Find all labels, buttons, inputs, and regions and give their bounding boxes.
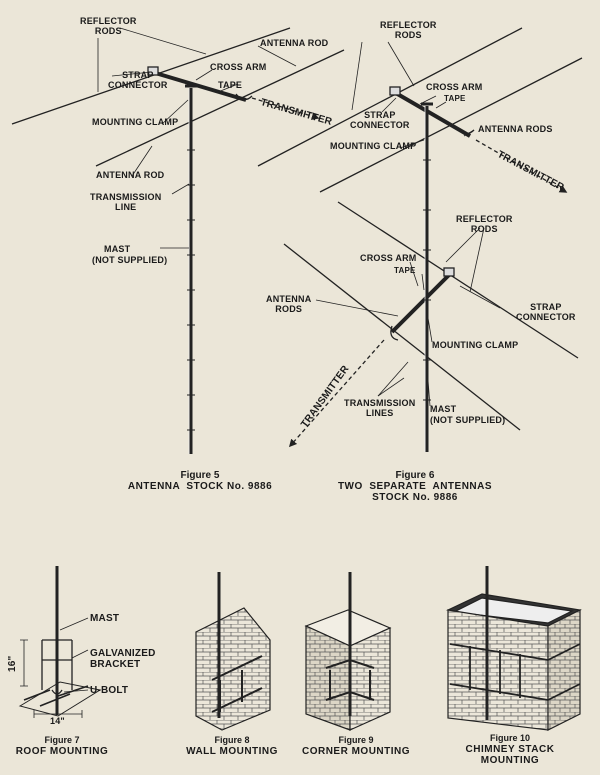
fig7-width-dim	[33, 710, 83, 718]
figure-8-wall-mounting	[195, 572, 271, 731]
fig9-caption: Figure 9 CORNER MOUNTING	[294, 735, 418, 757]
fig6-upper-strap	[389, 86, 401, 96]
figure-6-two-antennas	[257, 27, 583, 452]
fig6-tape-low-label: TAPE	[394, 266, 416, 275]
fig5-mast-clips	[187, 149, 195, 431]
fig6-transmission-lines-label: TRANSMISSION LINES	[344, 398, 416, 418]
fig6-tape-top-label: TAPE	[444, 94, 466, 103]
fig6-lower-reflector-rod	[337, 201, 579, 359]
fig8-caption: Figure 8 WALL MOUNTING	[172, 735, 292, 757]
fig6-mast-label: MAST	[430, 404, 457, 414]
figure-10-chimney-mounting	[445, 566, 582, 731]
fig10-chimney-front	[447, 609, 549, 731]
fig7-mast-label: MAST	[90, 613, 120, 624]
fig5-strap-connector	[147, 66, 159, 76]
fig7-width-label: 14"	[50, 716, 65, 726]
fig5-clamp-loop	[235, 93, 253, 101]
fig6-strap-connector-low-label: STRAP CONNECTOR	[516, 302, 576, 322]
fig6-cross-arm-top-label: CROSS ARM	[426, 82, 483, 92]
fig7-caption: Figure 7 ROOF MOUNTING	[2, 735, 122, 757]
fig6-caption: Figure 6 TWO SEPARATE ANTENNAS STOCK No.…	[330, 470, 500, 503]
fig8-caption-title: WALL MOUNTING	[186, 746, 278, 757]
fig5-transmitter-lead	[251, 97, 320, 120]
figure-5-antenna	[11, 27, 345, 454]
fig5-cross-arm	[151, 70, 247, 102]
fig6-lower-antenna-rod	[283, 243, 521, 431]
fig6-strap-connector-top-label: STRAP CONNECTOR	[350, 110, 410, 130]
fig6-caption-number: Figure 6	[395, 470, 435, 481]
fig6-lower-cross-arm	[390, 272, 452, 334]
fig6-mounting-clamp-low-label: MOUNTING CLAMP	[432, 340, 519, 350]
fig9-caption-number: Figure 9	[338, 735, 374, 745]
fig7-caption-title: ROOF MOUNTING	[15, 746, 109, 757]
figure-7-roof-mounting	[18, 566, 102, 718]
fig7-caption-number: Figure 7	[44, 735, 80, 745]
fig6-caption-title: TWO SEPARATE ANTENNAS	[337, 481, 493, 492]
fig6-cross-arm-low-label: CROSS ARM	[360, 253, 417, 263]
fig5-caption-title: ANTENNA STOCK No. 9886	[127, 481, 273, 492]
figure-9-corner-mounting	[304, 572, 392, 731]
fig9-brackets	[325, 658, 375, 701]
fig5-mast-label: MAST	[104, 244, 131, 254]
fig7-height-label: 16"	[7, 655, 18, 672]
fig7-height-dim	[20, 639, 28, 687]
fig5-not-supplied-label: (NOT SUPPLIED)	[92, 255, 168, 265]
fig5-antenna-rod	[95, 49, 345, 167]
fig5-cross-arm-label: CROSS ARM	[210, 62, 267, 72]
fig10-chimney-side	[547, 609, 581, 731]
fig6-lower-transmitter-lead	[288, 339, 385, 448]
fig10-caption: Figure 10 CHIMNEY STACK MOUNTING	[440, 733, 580, 766]
fig5-caption: Figure 5 ANTENNA STOCK No. 9886	[120, 470, 280, 492]
fig7-bracket	[41, 639, 73, 690]
fig6-reflector-rods-top-label: REFLECTOR RODS	[380, 20, 437, 40]
fig6-not-supplied-label: (NOT SUPPLIED)	[430, 415, 506, 425]
fig7-bracket-label: GALVANIZED BRACKET	[90, 648, 156, 670]
fig6-upper-transmitter-lead	[475, 139, 568, 193]
fig8-brackets	[211, 655, 263, 713]
fig7-ubolt-label: U-BOLT	[90, 685, 129, 696]
fig5-antenna-rod-label: ANTENNA ROD	[260, 38, 329, 48]
fig9-caption-title: CORNER MOUNTING	[301, 746, 411, 757]
fig5-strap-connector-label: STRAP CONNECTOR	[108, 70, 168, 90]
fig5-reflector-rod	[11, 27, 291, 125]
fig5-caption-number: Figure 5	[180, 470, 220, 481]
fig6-antenna-rods-low-label: ANTENNA RODS	[266, 294, 312, 314]
fig10-caption-title: CHIMNEY STACK MOUNTING	[465, 744, 555, 766]
fig6-upper-antenna-rod	[257, 27, 523, 167]
fig6-upper-cross-arm	[392, 90, 472, 138]
fig5-tape-label: TAPE	[218, 80, 243, 90]
fig5-transmission-line-label: TRANSMISSION LINE	[90, 192, 162, 212]
fig10-caption-number: Figure 10	[489, 733, 530, 743]
fig5-reflector-rods-label: REFLECTOR RODS	[80, 16, 137, 36]
fig5-antenna-rod-lower-label: ANTENNA ROD	[96, 170, 165, 180]
fig6-caption-stock: STOCK No. 9886	[372, 492, 458, 503]
fig10-straps	[449, 643, 581, 701]
fig5-mounting-clamp-label: MOUNTING CLAMP	[92, 117, 179, 127]
fig6-antenna-rods-top-label: ANTENNA RODS	[478, 124, 553, 134]
fig6-reflector-rods-low-label: REFLECTOR RODS	[456, 214, 513, 234]
fig7-ubolt	[51, 689, 63, 695]
fig8-caption-number: Figure 8	[214, 735, 250, 745]
fig6-mounting-clamp-top-label: MOUNTING CLAMP	[330, 141, 417, 151]
